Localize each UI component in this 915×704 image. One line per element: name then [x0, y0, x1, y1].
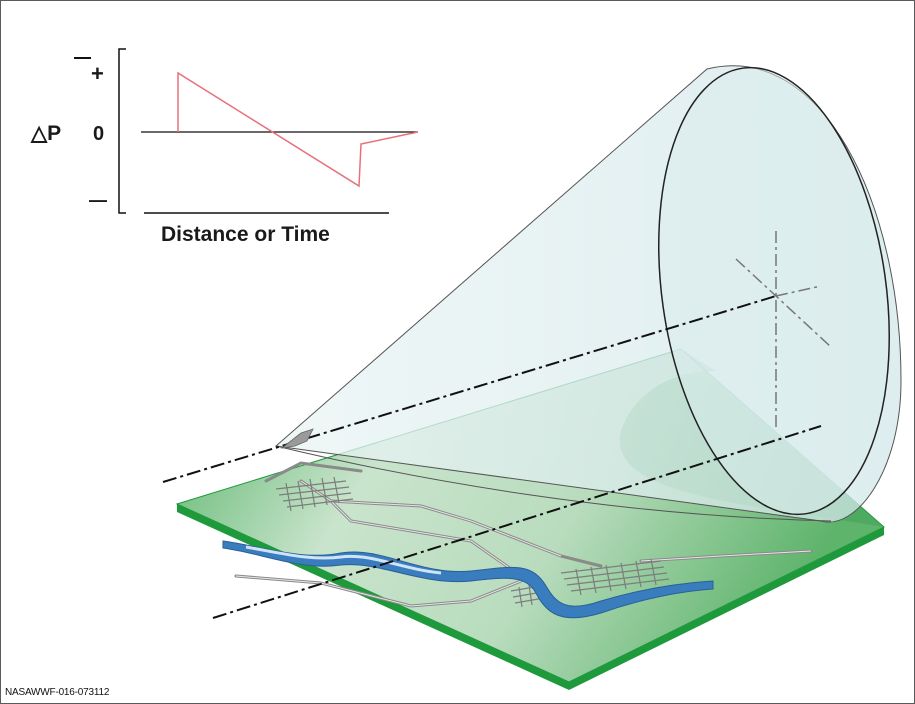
- x-axis-label: Distance or Time: [161, 223, 330, 246]
- flight-path-lower: [212, 425, 822, 619]
- road: [264, 461, 363, 483]
- pressure-graph: + 0 — △P Distance or Time: [30, 48, 419, 246]
- road: [559, 554, 603, 568]
- shock-cone: [274, 65, 902, 523]
- town-grid-left: [275, 476, 354, 512]
- n-wave-curve: [177, 71, 419, 188]
- tick-zero: 0: [93, 123, 104, 145]
- river-highlight: [245, 545, 442, 575]
- flight-path-lines: [162, 295, 822, 619]
- cone-lower-edge: [275, 445, 832, 522]
- town-grid-right: [560, 558, 670, 596]
- aircraft-icon: [280, 428, 314, 449]
- flight-path-upper: [162, 295, 777, 483]
- y-axis-symbol: △P: [30, 122, 61, 145]
- road-centerlines: [235, 480, 812, 607]
- image-id-caption: NASAWWF-016-073112: [5, 687, 110, 698]
- river: [222, 540, 714, 619]
- tick-minus: —: [89, 190, 107, 210]
- cone-axis-marks: [735, 231, 832, 431]
- tick-plus: +: [91, 61, 104, 86]
- cone-base-ellipse: [658, 66, 890, 516]
- graph-y-bracket: [118, 48, 126, 214]
